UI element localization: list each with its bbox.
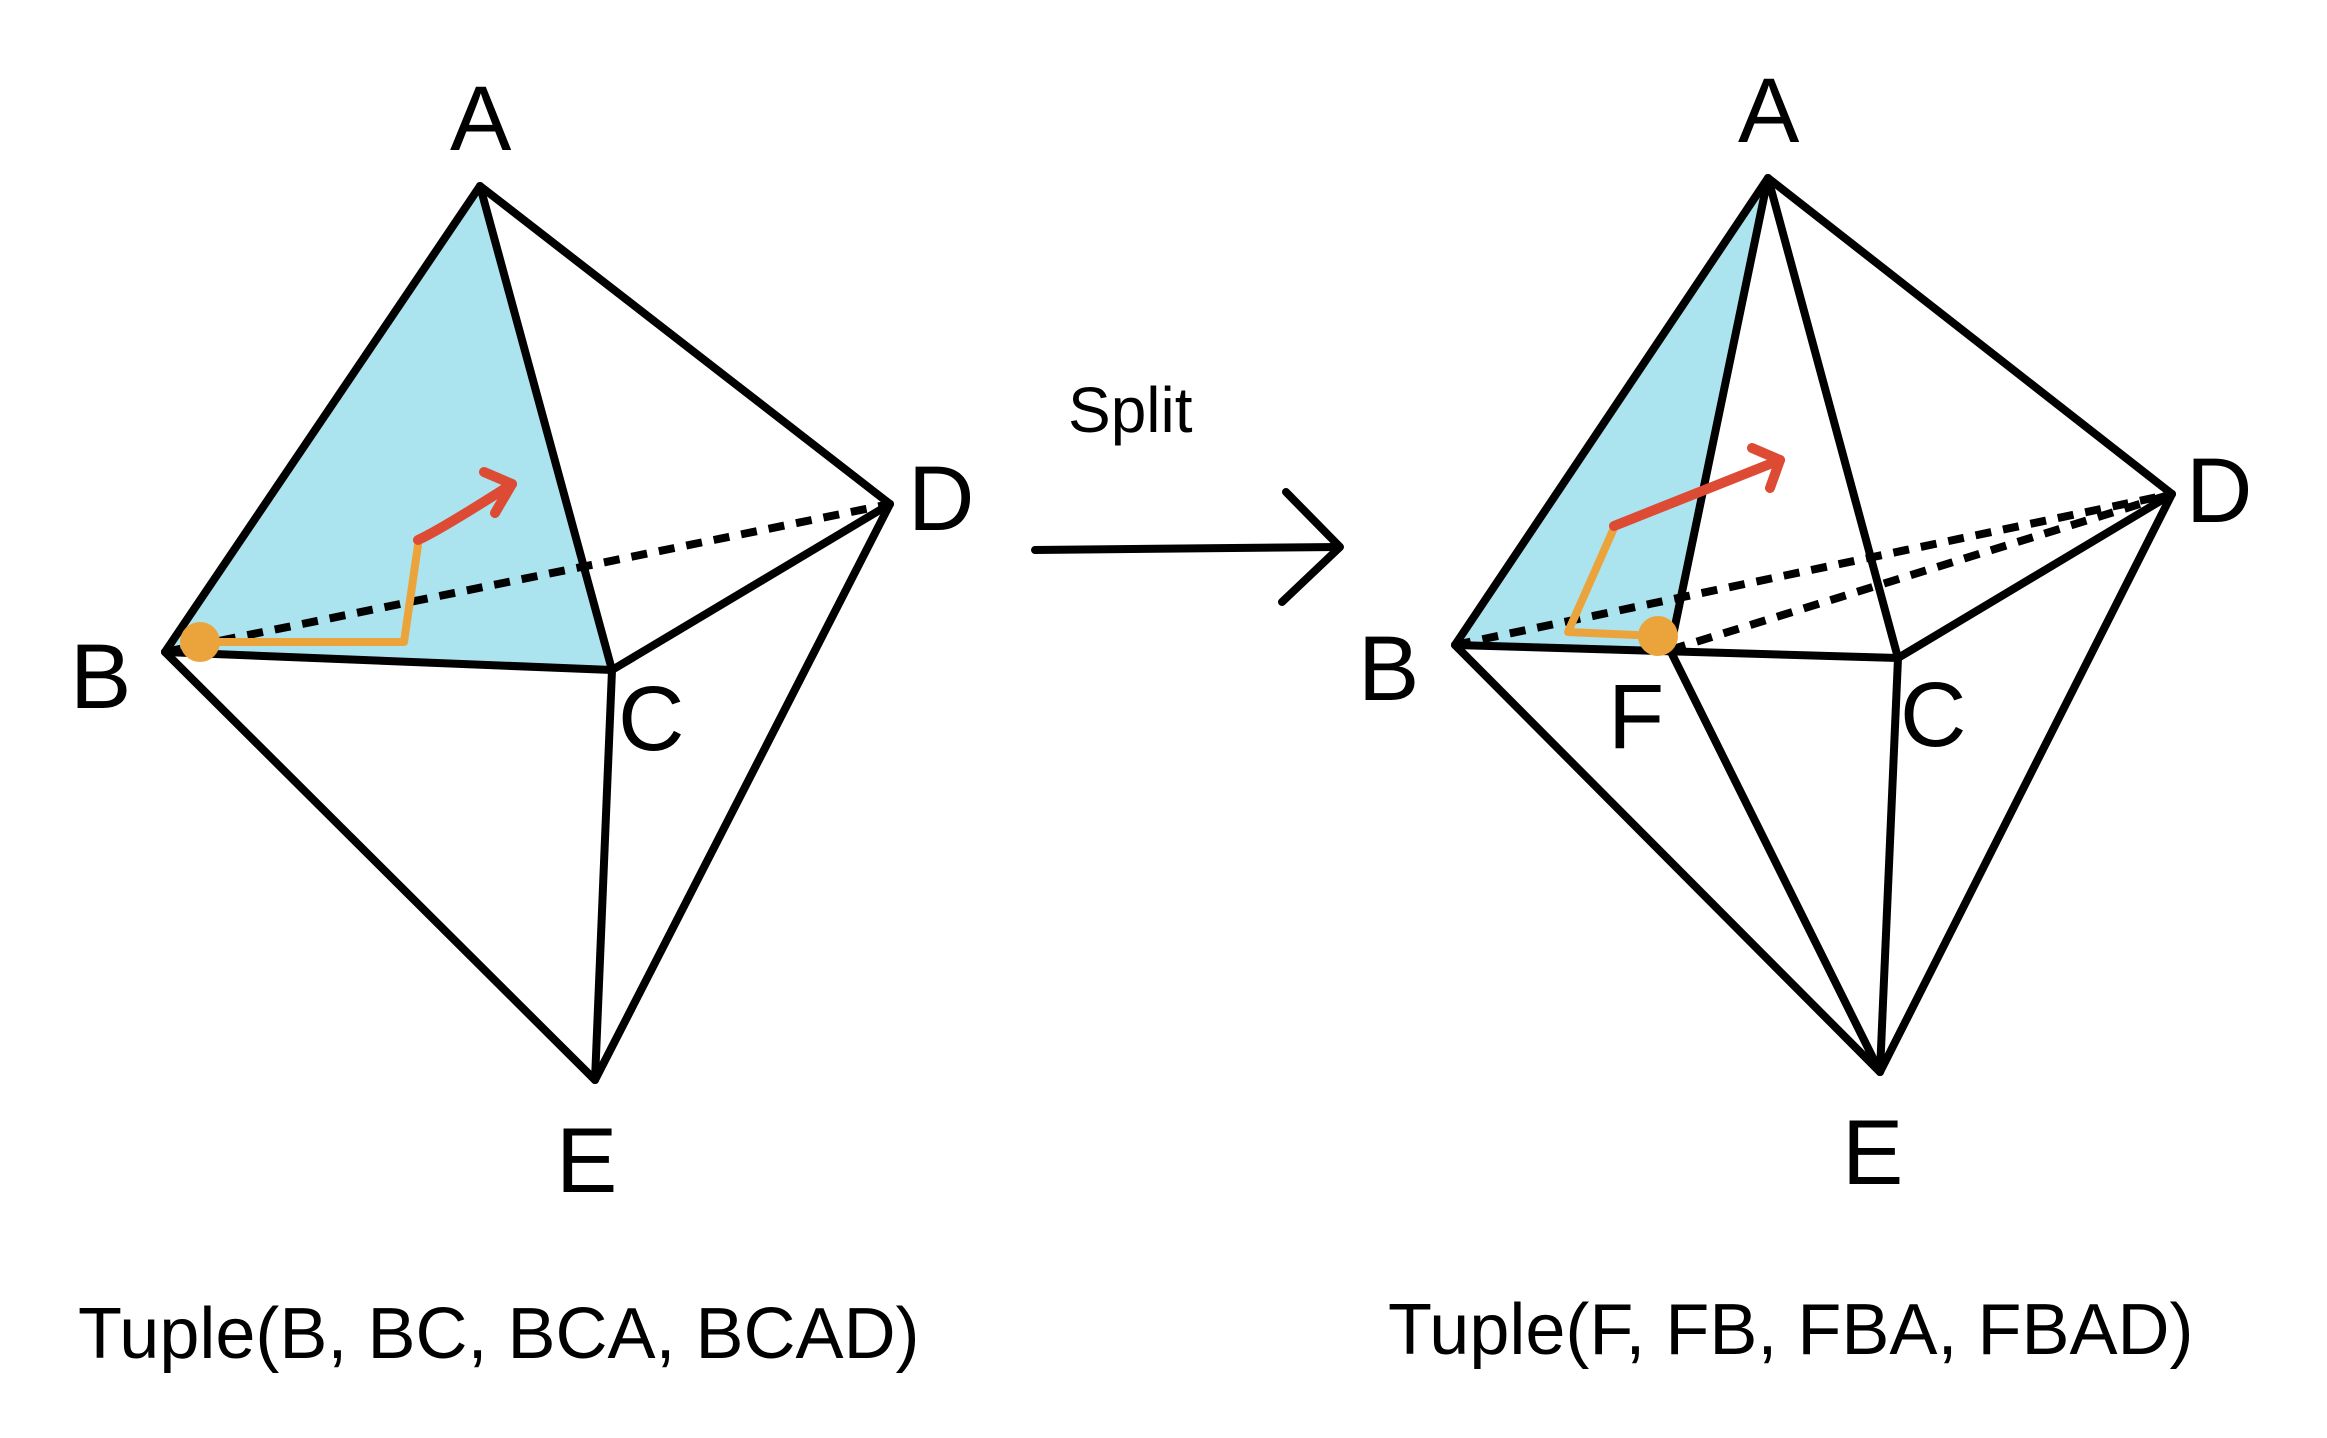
right-label-f: F: [1608, 666, 1664, 768]
right-edge-ac: [1764, 174, 1902, 662]
left-edge-bc: [161, 648, 616, 674]
right-tuple-path: [1564, 524, 1662, 640]
left-hidden-edge-bd: [164, 500, 891, 656]
left-label-b: B: [70, 626, 131, 728]
right-label-b: B: [1358, 618, 1419, 720]
left-edge-be: [161, 648, 599, 1084]
left-label-a: A: [450, 68, 512, 170]
right-edge-cd: [1894, 490, 2176, 662]
left-tuple-vertex-dot: [180, 622, 220, 662]
right-label-a: A: [1738, 60, 1800, 162]
right-label-c: C: [1900, 664, 1966, 766]
right-edge-ab: [1451, 174, 1772, 649]
right-label-e: E: [1842, 1102, 1903, 1204]
right-edge-ce: [1876, 654, 1902, 1076]
right-polyhedron: A B F C D E Tuple(F, FB, FBA, FBAD): [1358, 60, 2252, 1370]
left-edge-ad: [476, 182, 894, 508]
right-edge-ad: [1764, 174, 2176, 498]
split-arrow-head: [1278, 488, 1344, 606]
left-label-c: C: [618, 668, 684, 770]
left-edge-cd: [608, 500, 894, 674]
left-edge-ac: [476, 182, 616, 674]
right-label-d: D: [2186, 440, 2252, 542]
left-tuple-arrowhead: [479, 467, 517, 518]
left-caption: Tuple(B, BC, BCA, BCAD): [78, 1294, 920, 1374]
left-edge-ab: [161, 182, 484, 656]
right-tuple-arrowhead: [1747, 443, 1785, 493]
right-hidden-edge-fd: [1668, 490, 2174, 654]
right-edge-fe: [1666, 646, 1884, 1076]
right-tuple-vertex-dot: [1638, 616, 1678, 656]
right-edge-be: [1451, 641, 1884, 1076]
left-edge-de: [591, 500, 894, 1084]
left-tuple-path: [196, 541, 422, 646]
right-edge-bc: [1451, 641, 1902, 662]
right-edge-af: [1666, 174, 1772, 654]
right-caption: Tuple(F, FB, FBA, FBAD): [1388, 1290, 2193, 1370]
right-edge-de: [1876, 490, 2176, 1076]
left-polyhedron: A B C D E Tuple(B, BC, BCA, BCAD): [70, 68, 974, 1374]
left-edge-ce: [591, 666, 616, 1084]
left-tuple-arrow: [413, 479, 517, 545]
split-arrow-shaft: [1031, 543, 1342, 554]
split-label: Split: [1068, 374, 1193, 446]
left-label-e: E: [556, 1110, 617, 1212]
split-transition: Split: [1031, 374, 1344, 606]
left-highlight-face-bca: [165, 186, 612, 670]
right-tuple-arrow: [1609, 455, 1785, 531]
left-label-d: D: [908, 448, 974, 550]
